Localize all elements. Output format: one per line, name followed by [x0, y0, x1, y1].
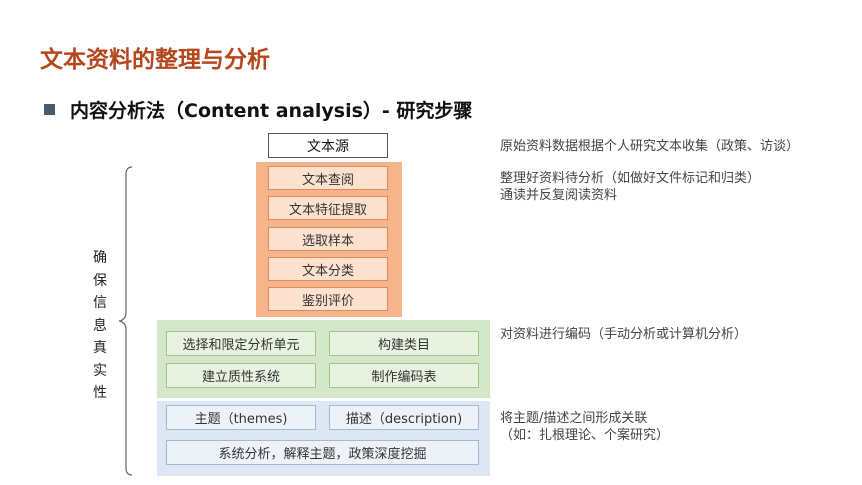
bullet-square-icon [44, 104, 55, 115]
note-stage1-line2: 通读并反复阅读资料 [500, 188, 618, 203]
step-define-analysis-unit: 选择和限定分析单元 [166, 331, 316, 356]
note-stage3-line2: （如：扎根理论、个案研究） [500, 428, 670, 443]
step-systematic-analysis: 系统分析，解释主题，政策深度挖掘 [166, 440, 479, 465]
step-text-review: 文本查阅 [268, 166, 388, 190]
step-description: 描述（description) [329, 405, 479, 430]
step-sample-selection: 选取样本 [268, 227, 388, 251]
left-brace-icon [118, 166, 133, 476]
note-stage2: 对资料进行编码（手动分析或计算机分析） [500, 327, 748, 342]
section-heading: 内容分析法（Content analysis）- 研究步骤 [70, 100, 473, 122]
side-label-ensure-authenticity: 确保信息真实性 [93, 250, 107, 401]
note-stage3-line1: 将主题/描述之间形成关联 [500, 411, 648, 426]
step-themes: 主题（themes) [166, 405, 316, 430]
step-qualitative-system: 建立质性系统 [166, 363, 316, 388]
step-build-categories: 构建类目 [329, 331, 479, 356]
step-text-classification: 文本分类 [268, 257, 388, 281]
slide-title: 文本资料的整理与分析 [40, 47, 270, 73]
step-evaluation: 鉴别评价 [268, 287, 388, 311]
text-source-box: 文本源 [268, 133, 388, 158]
note-source: 原始资料数据根据个人研究文本收集（政策、访谈） [500, 139, 800, 154]
note-stage1-line1: 整理好资料待分析（如做好文件标记和归类） [500, 171, 761, 186]
step-feature-extraction: 文本特征提取 [268, 196, 388, 220]
step-coding-table: 制作编码表 [329, 363, 479, 388]
